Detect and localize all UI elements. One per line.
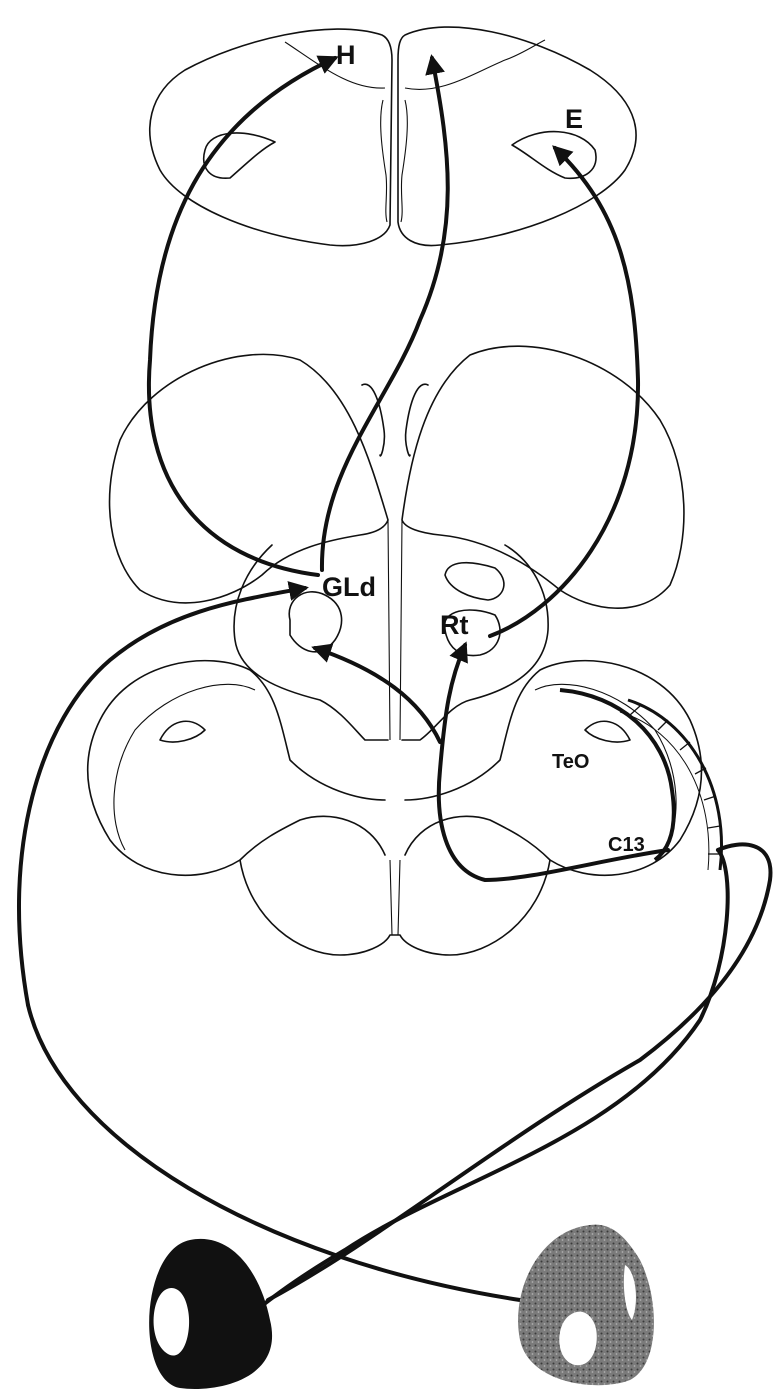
telencephalon-left-hemisphere	[150, 29, 392, 246]
thalamus-right	[402, 346, 684, 608]
tectum-layer-left	[114, 684, 255, 850]
tectal-ventricle-left	[160, 721, 205, 742]
midbrain-section	[88, 661, 702, 955]
pathway-gld-to-h	[149, 58, 335, 575]
ventricle-left	[381, 100, 387, 222]
label-e: E	[565, 104, 583, 134]
retinal-crossing-right-eye	[28, 1005, 520, 1300]
label-c13: C13	[608, 834, 645, 856]
retinal-crossing-left-eye	[268, 844, 770, 1300]
right-eye	[518, 1225, 654, 1386]
dorsal-nucleus-right	[445, 563, 504, 600]
pathway-branch-to-gld	[315, 648, 440, 742]
lamina-left	[285, 42, 385, 88]
ventricle-right	[401, 100, 407, 222]
entopallium-right	[512, 132, 596, 179]
label-gld: GLd	[322, 572, 376, 602]
tectal-ventricle-right	[585, 721, 630, 742]
pathway-gld-to-contralateral-h	[322, 58, 448, 570]
label-teo: TeO	[552, 751, 589, 773]
label-rt: Rt	[440, 610, 469, 640]
pathways	[19, 58, 770, 1355]
left-eye	[149, 1239, 272, 1389]
thalamus-left	[110, 354, 388, 602]
aqueduct	[390, 860, 400, 935]
midbrain-lower	[240, 860, 550, 955]
label-h: H	[336, 40, 356, 70]
scale-tick	[708, 826, 720, 828]
scale-tick	[680, 742, 690, 750]
third-ventricle	[388, 520, 402, 740]
scale-tick	[658, 720, 668, 730]
pathway-rt-to-e	[490, 148, 638, 636]
lamina-right	[405, 40, 545, 89]
entopallium-left	[204, 133, 275, 178]
telencephalon-section	[150, 27, 636, 246]
